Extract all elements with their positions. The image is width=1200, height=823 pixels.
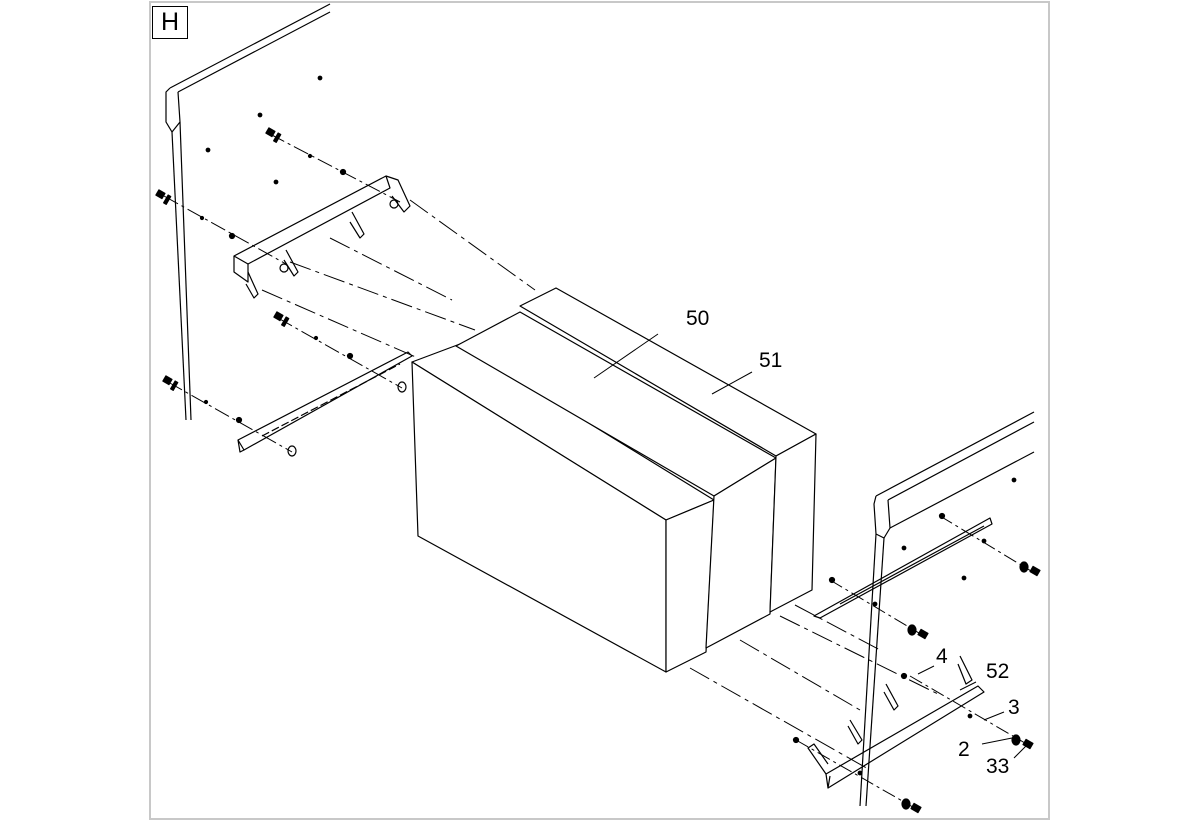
callout-2: 2 [958, 738, 970, 761]
callout-4: 4 [936, 645, 948, 668]
callout-51: 51 [759, 349, 783, 372]
battery-block-front [411, 343, 715, 673]
battery-50 [455, 311, 777, 649]
lower-right-mounting-bracket [807, 655, 985, 789]
right-side-panel [859, 411, 1035, 807]
left-side-panel [165, 3, 331, 421]
callout-50: 50 [686, 307, 710, 330]
section-label-box: H [152, 6, 188, 39]
left-fastener-axes [163, 133, 403, 453]
drawing-frame [149, 1, 1050, 820]
callout-52: 52 [986, 660, 1010, 683]
callout-leaders [593, 333, 1027, 759]
right-bolts [792, 477, 1041, 814]
upper-right-angle-bracket [813, 517, 993, 619]
left-bolts [155, 75, 354, 424]
callout-3: 3 [1008, 696, 1020, 719]
callout-33: 33 [986, 755, 1010, 778]
battery-51 [519, 287, 817, 613]
assembly-center-lines [261, 199, 941, 771]
upper-left-mounting-bracket [233, 175, 411, 299]
lower-left-angle-bracket [237, 351, 413, 457]
